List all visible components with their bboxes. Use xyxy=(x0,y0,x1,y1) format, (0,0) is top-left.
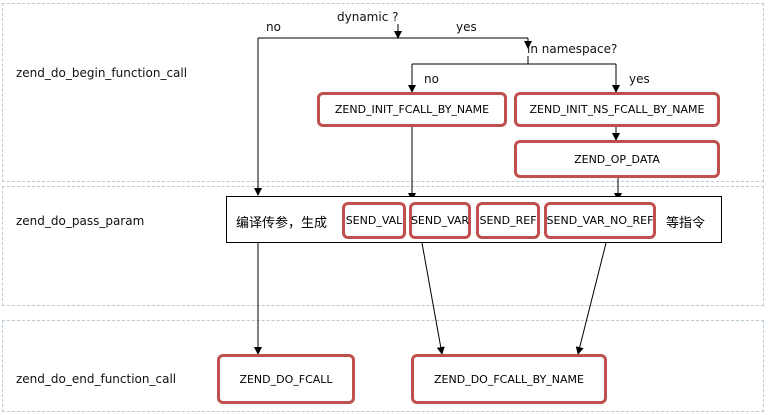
decision-dynamic: dynamic ? xyxy=(337,10,399,24)
pass-param-prefix: 编译传参，生成 xyxy=(236,216,328,231)
label-dynamic-yes: yes xyxy=(456,20,477,34)
label-namespace-no: no xyxy=(424,72,439,86)
lane-label-begin: zend_do_begin_function_call xyxy=(16,66,188,80)
box-send-var-no-ref: SEND_VAR_NO_REF xyxy=(544,202,656,239)
pass-param-suffix: 等指令 xyxy=(666,216,706,231)
box-send-val: SEND_VAL xyxy=(342,202,406,239)
box-send-ref: SEND_REF xyxy=(476,202,540,239)
arrow-sendnoref-to-do-fcall-by-name xyxy=(575,242,607,355)
box-init-ns-fcall-by-name: ZEND_INIT_NS_FCALL_BY_NAME xyxy=(514,92,720,127)
box-do-fcall: ZEND_DO_FCALL xyxy=(217,354,355,404)
label-namespace-yes: yes xyxy=(629,72,650,86)
decision-namespace: in namespace? xyxy=(527,42,618,56)
lane-end-function-call xyxy=(2,320,764,412)
lane-label-pass: zend_do_pass_param xyxy=(16,214,145,228)
box-init-fcall-by-name: ZEND_INIT_FCALL_BY_NAME xyxy=(317,92,507,127)
label-dynamic-no: no xyxy=(266,20,281,34)
box-send-var: SEND_VAR xyxy=(409,202,471,239)
arrow-sendvar-to-do-fcall-by-name xyxy=(421,242,445,355)
lane-label-end: zend_do_end_function_call xyxy=(16,372,177,386)
box-op-data: ZEND_OP_DATA xyxy=(514,140,720,178)
box-do-fcall-by-name: ZEND_DO_FCALL_BY_NAME xyxy=(411,354,607,404)
